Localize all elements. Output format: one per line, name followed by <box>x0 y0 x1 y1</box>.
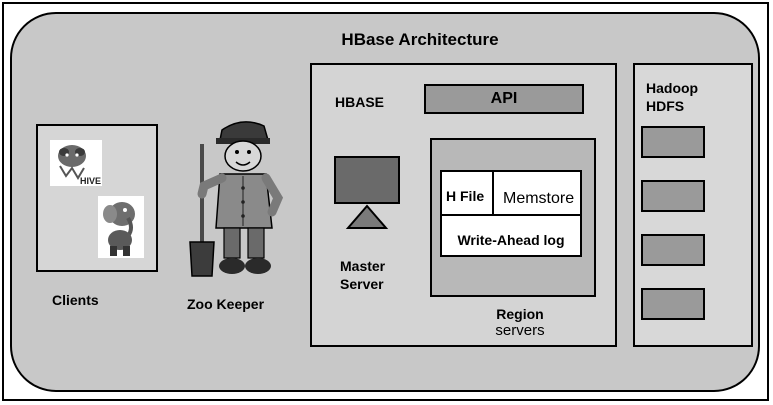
clients-label: Clients <box>52 292 99 308</box>
api-label: API <box>490 90 518 107</box>
api-box: API <box>424 84 584 114</box>
region-servers-label-line2: servers <box>495 322 545 339</box>
diagram-title: HBase Architecture <box>341 30 499 49</box>
hbase-label: HBASE <box>335 94 385 110</box>
hdfs-label-line2: HDFS <box>646 98 685 114</box>
hdfs-label-line1: Hadoop <box>646 80 699 96</box>
wal-label: Write-Ahead log <box>457 232 565 248</box>
region-servers-label-line1: Region <box>496 306 544 322</box>
hfile-label: H File <box>446 188 485 204</box>
hdfs-block <box>641 180 705 212</box>
hive-logo-text: HIVE <box>80 176 101 186</box>
wal-divider <box>441 214 581 216</box>
master-server-label-line1: Master <box>340 258 386 274</box>
region-store-box <box>440 170 582 257</box>
hdfs-block <box>641 126 705 158</box>
hadoop-elephant-icon <box>98 196 144 258</box>
master-server-label-line2: Server <box>340 276 384 292</box>
zookeeper-label: Zoo Keeper <box>187 296 265 312</box>
master-server-monitor-icon <box>334 156 400 229</box>
hfile-divider <box>492 171 494 215</box>
memstore-label: Memstore <box>503 190 575 207</box>
hdfs-block <box>641 234 705 266</box>
hive-logo-icon: HIVE <box>50 140 102 186</box>
zookeeper-figure-icon <box>189 121 284 277</box>
hdfs-block <box>641 288 705 320</box>
